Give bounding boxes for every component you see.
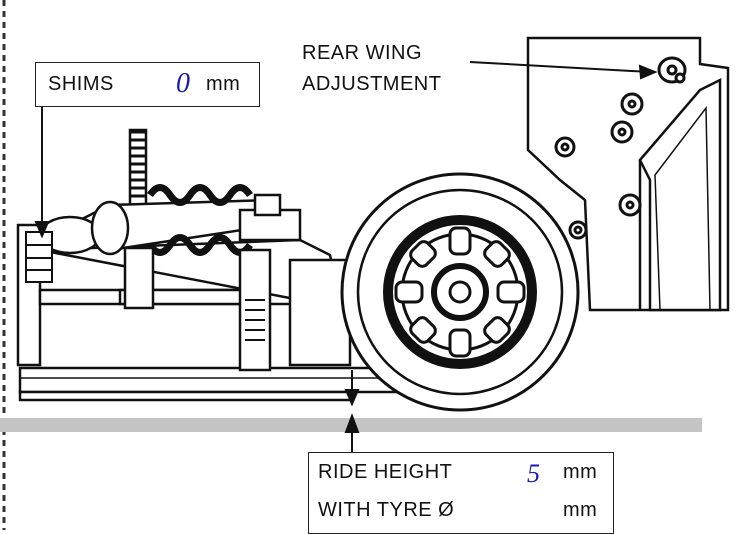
rear-wing-line-2: ADJUSTMENT	[302, 73, 442, 95]
rear-wheel	[340, 172, 580, 412]
shims-box: SHIMS 0 mm	[35, 62, 260, 107]
rear-wing-mount	[526, 36, 730, 312]
rear-wing-line-1: REAR WING	[302, 42, 423, 64]
ride-height-value[interactable]: 5	[527, 459, 540, 488]
rear-damper	[38, 128, 302, 372]
shims-label: SHIMS	[48, 73, 114, 95]
shims-unit: mm	[206, 73, 241, 95]
rear-wing-label: REAR WING ADJUSTMENT	[302, 38, 441, 100]
shims-value[interactable]: 0	[176, 68, 190, 99]
tyre-diameter-unit: mm	[563, 499, 598, 521]
shim-stack	[25, 231, 53, 283]
leader-lines	[34, 61, 658, 455]
ride-height-unit: mm	[563, 461, 598, 483]
tyre-diameter-label: WITH TYRE Ø	[318, 499, 455, 521]
ride-height-label: RIDE HEIGHT	[318, 461, 453, 483]
wing-adjust-holes	[554, 56, 687, 240]
ride-height-box: RIDE HEIGHT 5 mm WITH TYRE Ø mm	[308, 452, 614, 534]
chassis-rails	[16, 223, 402, 402]
